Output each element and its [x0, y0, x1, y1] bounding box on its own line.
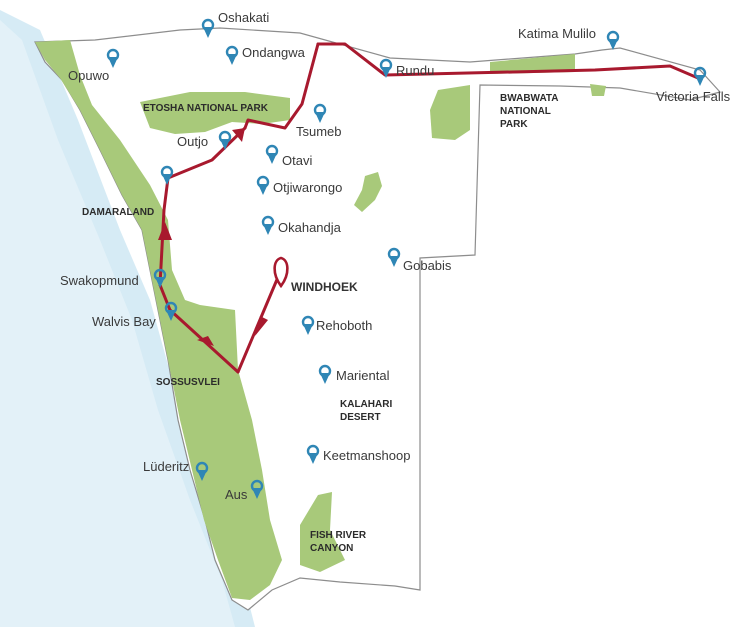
label-rehoboth: Rehoboth [316, 318, 372, 333]
pin-ondangwa[interactable] [225, 45, 239, 65]
label-mariental: Mariental [336, 368, 390, 383]
pin-tail [320, 373, 330, 384]
pin-tail [315, 112, 325, 123]
town-markers: Oshakati Ondangwa Opuwo Rundu Katima Mul… [60, 10, 731, 502]
region-etosha: ETOSHA NATIONAL PARK [143, 103, 269, 114]
pin-tail [608, 39, 618, 50]
pin-tail [155, 277, 165, 288]
pin-tail [389, 256, 399, 267]
pin-tail [303, 324, 313, 335]
pin-katima[interactable] [606, 30, 620, 50]
ocean-coast-soft [0, 20, 235, 627]
pin-gobabis[interactable] [387, 247, 401, 267]
label-tsumeb: Tsumeb [296, 124, 342, 139]
label-okahandja: Okahandja [278, 220, 342, 235]
region-fish-line2: CANYON [310, 543, 353, 554]
pin-tail [220, 139, 230, 150]
pin-tail [197, 470, 207, 481]
pin-outjo[interactable] [218, 130, 232, 150]
pin-keetmanshoop[interactable] [306, 444, 320, 464]
pin-tsumeb[interactable] [313, 103, 327, 123]
label-otjiwarongo: Otjiwarongo [273, 180, 342, 195]
route-arrow-northeast [232, 128, 245, 142]
region-bwabwata-line3: PARK [500, 119, 528, 130]
label-katima: Katima Mulilo [518, 26, 596, 41]
pin-victoria[interactable] [693, 66, 707, 86]
pin-tail [267, 153, 277, 164]
route-to-outjo [166, 126, 247, 180]
region-kalahari-line1: KALAHARI [340, 399, 392, 410]
label-gobabis: Gobabis [403, 258, 452, 273]
pin-okahandja[interactable] [261, 215, 275, 235]
pin-otjiwarongo[interactable] [256, 175, 270, 195]
pin-tail [263, 224, 273, 235]
label-aus: Aus [225, 487, 248, 502]
pin-swakopmund[interactable] [153, 268, 167, 288]
skeleton-coast-park [35, 40, 282, 600]
pin-mariental[interactable] [318, 364, 332, 384]
label-walvis: Walvis Bay [92, 314, 156, 329]
label-outjo: Outjo [177, 134, 208, 149]
fish-river-park [300, 492, 345, 572]
region-damaraland: DAMARALAND [82, 207, 154, 218]
pin-walvis[interactable] [164, 301, 178, 321]
region-labels: ETOSHA NATIONAL PARK DAMARALAND SOSSUSVL… [82, 93, 559, 554]
waterberg-park [354, 172, 382, 212]
bwabwata-park-south [430, 85, 470, 140]
pin-tail [203, 27, 213, 38]
pin-tail [252, 488, 262, 499]
caprivi-park [590, 84, 606, 96]
region-sossusvlei: SOSSUSVLEI [156, 377, 220, 388]
route-walvis-to-damaraland [158, 176, 172, 312]
pin-tail [308, 453, 318, 464]
bwabwata-park [490, 54, 575, 74]
label-swakopmund: Swakopmund [60, 273, 139, 288]
region-bwabwata-line1: BWABWATA [500, 93, 559, 104]
label-luderitz: Lüderitz [143, 459, 189, 474]
route-arrow-south [255, 316, 268, 336]
pin-tail [227, 54, 237, 65]
pin-tail [381, 67, 391, 78]
pin-damaraland[interactable] [160, 165, 174, 185]
capital-pin-icon [273, 256, 289, 289]
pin-tail [166, 310, 176, 321]
etosha-park [140, 92, 290, 134]
route-to-tsumeb [243, 42, 320, 130]
pin-otavi[interactable] [265, 144, 279, 164]
pin-tail [695, 75, 705, 86]
label-otavi: Otavi [282, 153, 312, 168]
region-bwabwata-line2: NATIONAL [500, 106, 551, 117]
pin-opuwo[interactable] [106, 48, 120, 68]
windhoek-marker[interactable]: WINDHOEK [273, 256, 358, 294]
region-kalahari-line2: DESERT [340, 412, 381, 423]
pin-rundu[interactable] [379, 58, 393, 78]
label-keetmanshoop: Keetmanshoop [323, 448, 410, 463]
label-victoria: Victoria Falls [656, 89, 731, 104]
route-arrow-north [158, 222, 172, 240]
pin-luderitz[interactable] [195, 461, 209, 481]
pin-tail [162, 174, 172, 185]
route-arrows [158, 128, 268, 346]
label-ondangwa: Ondangwa [242, 45, 306, 60]
pin-tail [258, 184, 268, 195]
route-to-rundu [316, 42, 700, 80]
label-opuwo: Opuwo [68, 68, 109, 83]
pin-oshakati[interactable] [201, 18, 215, 38]
pin-rehoboth[interactable] [301, 315, 315, 335]
label-rundu: Rundu [396, 63, 434, 78]
region-fish-line1: FISH RIVER [310, 530, 367, 541]
route-arrow-northwest [197, 336, 214, 346]
capital-label: WINDHOEK [291, 280, 358, 294]
pin-tail [108, 57, 118, 68]
label-oshakati: Oshakati [218, 10, 269, 25]
pin-aus[interactable] [250, 479, 264, 499]
